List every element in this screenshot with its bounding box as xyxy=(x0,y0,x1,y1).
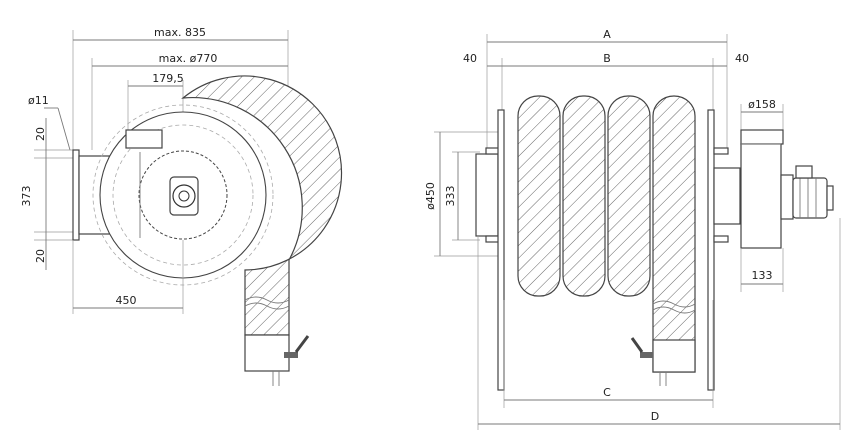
fan-adapter xyxy=(713,167,741,225)
dim-fan-outlet: ø158 xyxy=(740,98,784,130)
hose-coil-2 xyxy=(562,95,606,297)
dim-label-drum-diameter: max. ø770 xyxy=(159,52,218,65)
hose-coil-4 xyxy=(652,95,696,373)
crank-handle[interactable] xyxy=(284,352,298,358)
dim-label-hub-offset: 179,5 xyxy=(152,72,184,85)
dim-A: A xyxy=(486,28,728,150)
dim-axis-offset: 450 xyxy=(72,240,184,314)
dim-label-right-offset: 40 xyxy=(735,52,749,65)
motor-body xyxy=(792,177,828,219)
mounting-plate xyxy=(72,149,80,241)
dim-label-B: B xyxy=(603,52,611,65)
left-drum-flange xyxy=(497,109,505,391)
bracket-top-right xyxy=(713,147,729,155)
hose-coil-3 xyxy=(607,95,651,297)
dim-overall-width: max. 835 xyxy=(72,26,289,150)
front-crank-handle[interactable] xyxy=(640,352,653,358)
dim-label-mount-height: 373 xyxy=(20,186,33,207)
dim-label-flange-top: 20 xyxy=(34,127,47,141)
motor-end-cap xyxy=(826,185,834,211)
dim-B: B 40 40 xyxy=(463,52,749,110)
fan-outlet-pipe xyxy=(740,129,784,145)
fan-casing xyxy=(740,143,782,249)
hose-coil-1 xyxy=(517,95,561,297)
hose-outlet-stub xyxy=(244,334,290,372)
dim-label-D: D xyxy=(651,410,659,423)
dim-label-A: A xyxy=(603,28,611,41)
dim-label-axis-offset: 450 xyxy=(116,294,137,307)
dim-fan-depth: 133 xyxy=(740,248,784,292)
dim-label-fan-depth: 133 xyxy=(752,269,773,282)
right-drum-flange xyxy=(707,109,715,391)
motor-flange xyxy=(780,174,794,220)
left-hub-box xyxy=(475,153,499,237)
dim-hole-diameter: ø11 xyxy=(28,94,71,151)
side-view: max. 835 max. ø770 179,5 ø11 20 xyxy=(20,26,343,386)
dim-mount-height: 20 373 20 xyxy=(20,118,73,270)
motor-terminal-box xyxy=(795,165,813,179)
dim-drum-diameter: max. ø770 xyxy=(91,52,288,150)
dim-label-fan-outlet: ø158 xyxy=(748,98,776,111)
dim-C: C xyxy=(503,300,714,408)
front-outlet-stub xyxy=(652,339,696,373)
dim-label-hole-diameter: ø11 xyxy=(28,94,49,107)
hose-inlet-box xyxy=(125,129,163,149)
dim-label-left-offset: 40 xyxy=(463,52,477,65)
dim-label-flange-bottom: 20 xyxy=(34,249,47,263)
dim-label-flange-diameter: ø450 xyxy=(424,182,437,210)
dim-label-inner-diameter: 333 xyxy=(444,186,457,207)
spiral-drum xyxy=(181,75,343,336)
dim-label-overall-width: max. 835 xyxy=(154,26,206,39)
bracket-bottom-right xyxy=(713,235,729,243)
dim-flange: ø450 333 xyxy=(424,131,500,257)
front-view: A B 40 40 ø158 ø450 333 xyxy=(424,28,841,430)
dim-D: D xyxy=(477,218,841,430)
dim-label-C: C xyxy=(603,386,611,399)
